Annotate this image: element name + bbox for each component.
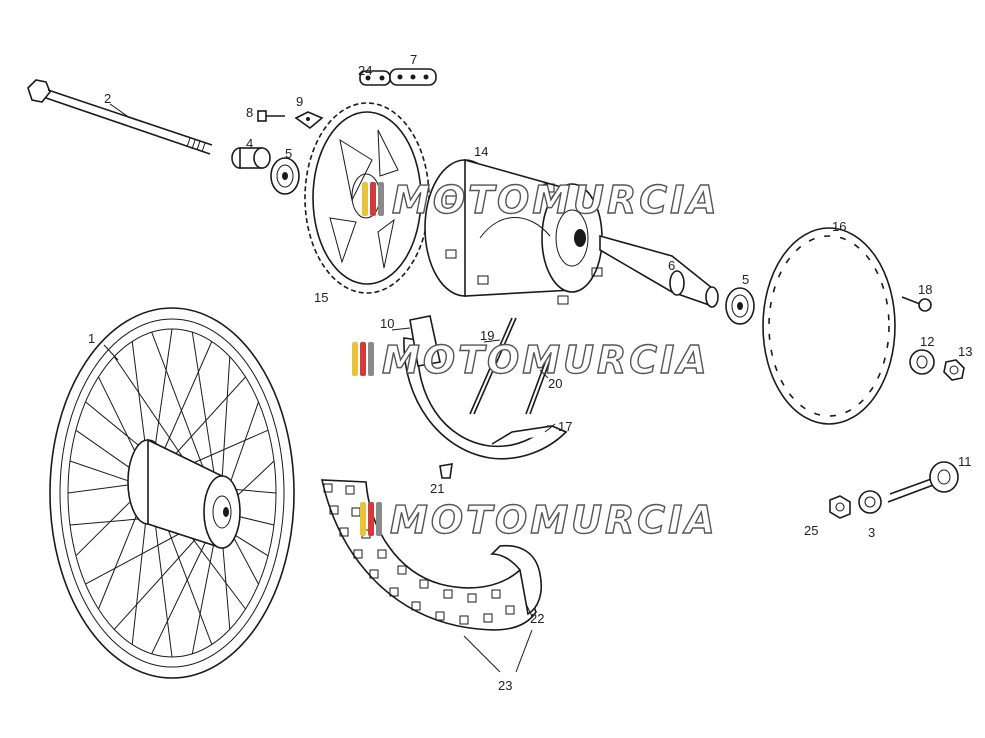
callout-13: 13 [958,344,972,359]
bolt-part-11 [887,461,959,503]
callout-7: 7 [410,52,417,67]
valve-part-21 [439,463,453,479]
callout-15: 15 [314,290,328,305]
lock-tab-part-9 [294,111,324,130]
callout-23: 23 [498,678,512,693]
bolt-part-18 [901,296,932,312]
callout-5-right: 5 [742,272,749,287]
bearing-part-5-right [725,287,755,325]
watermark-text: MOTOMURCIA [382,338,710,382]
nut-part-25 [829,495,851,519]
callout-20: 20 [548,376,562,391]
callout-8: 8 [246,105,253,120]
nut-part-13 [943,359,965,381]
callout-1: 1 [88,331,95,346]
callout-9: 9 [296,94,303,109]
callout-25: 25 [804,523,818,538]
callout-16: 16 [832,219,846,234]
callout-3: 3 [868,525,875,540]
callout-12: 12 [920,334,934,349]
callout-21: 21 [430,481,444,496]
watermark-text: MOTOMURCIA [392,178,720,222]
callout-14: 14 [474,144,488,159]
inner-tube-part-22 [490,544,543,616]
chain-link-part-7 [389,68,437,86]
shaft-part-6 [599,234,719,308]
tyre-part-23 [320,479,537,631]
hub-part-14 [424,158,603,305]
callout-22: 22 [530,611,544,626]
spacer-part-4 [231,147,271,169]
washer-part-3 [858,490,882,514]
spring-part-20 [525,359,551,415]
washer-part-12 [909,349,935,375]
callout-6: 6 [668,258,675,273]
axle-part-2 [27,79,213,155]
watermark-text: MOTOMURCIA [390,498,718,542]
brake-disc-part-16 [762,227,896,425]
callout-19: 19 [480,328,494,343]
watermark-bottom: MOTOMURCIA [360,497,718,543]
spring-part-19 [469,317,517,415]
callout-17: 17 [558,419,572,434]
callout-18: 18 [918,282,932,297]
callout-24: 24 [358,63,372,78]
watermark-middle: MOTOMURCIA [352,337,710,383]
callout-5-left: 5 [285,146,292,161]
watermark-top: MOTOMURCIA [362,177,720,223]
callout-labels: 1 2 3 4 5 5 6 7 8 9 10 11 12 13 14 15 16… [88,52,972,693]
callout-4: 4 [246,136,253,151]
plate-part-10 [409,315,441,367]
wheel-part-1 [49,307,295,679]
bolt-part-8 [257,110,285,122]
leader-lines [103,103,556,673]
callout-11: 11 [958,454,972,469]
callout-10: 10 [380,316,394,331]
bearing-part-5-left [270,157,300,195]
callout-2: 2 [104,91,111,106]
